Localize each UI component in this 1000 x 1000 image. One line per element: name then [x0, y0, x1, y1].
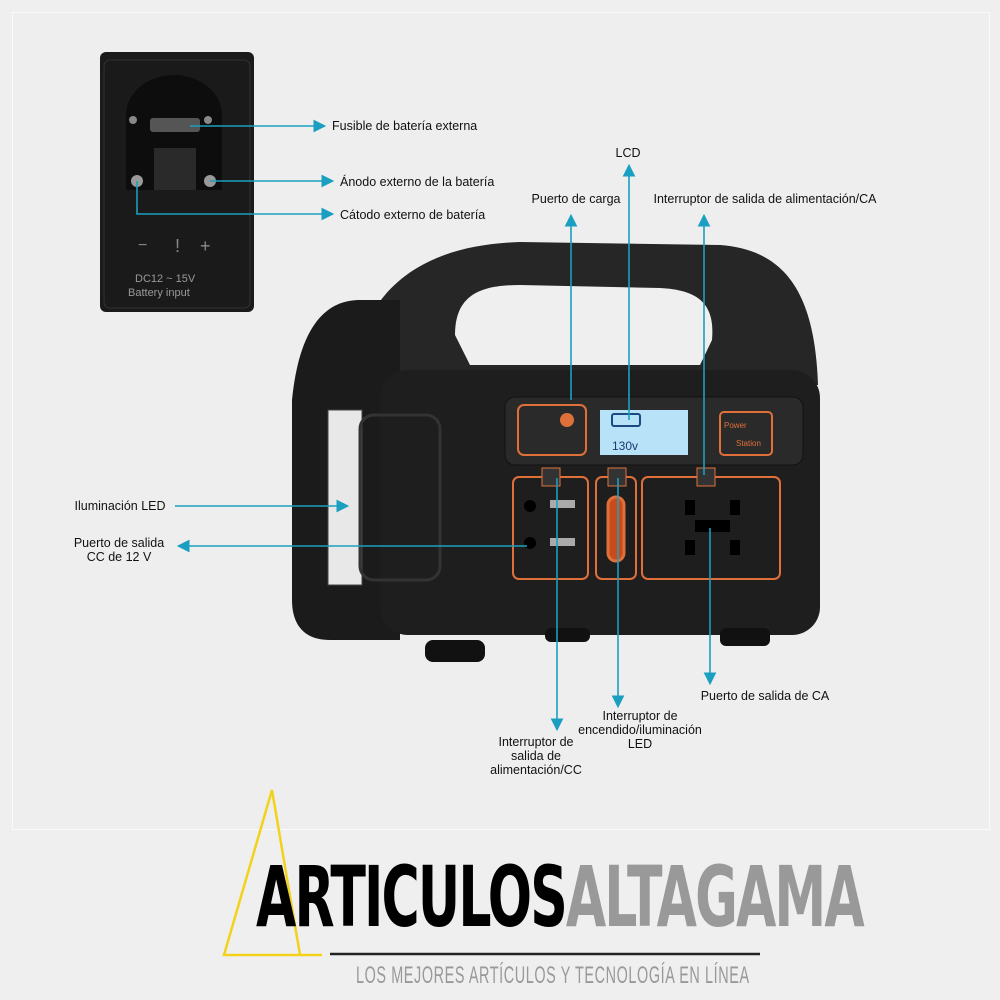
label-ac-switch: Interruptor de salida de alimentación/CA — [653, 192, 877, 206]
label-dc-switch-line3: alimentación/CC — [490, 763, 582, 777]
label-dc-port-line2: CC de 12 V — [86, 550, 152, 564]
label-led-light: Iluminación LED — [74, 499, 166, 513]
svg-text:!: ! — [175, 236, 180, 256]
svg-text:−: − — [138, 237, 147, 254]
label-ac-port: Puerto de salida de CA — [700, 689, 830, 703]
label-dc-switch-line2: salida de — [510, 749, 562, 763]
battery-panel-label: Battery input — [128, 287, 190, 299]
lcd-reading: 130v — [612, 439, 638, 453]
battery-input-inset: −! + DC12 ~ 15V Battery input — [100, 52, 254, 312]
label-charge-port: Puerto de carga — [531, 192, 621, 206]
label-power-switch-line3: LED — [627, 737, 653, 751]
label-dc-switch-line1: Interruptor de — [498, 735, 574, 749]
label-cathode: Cátodo externo de batería — [340, 208, 486, 222]
brand-logo: ARTICULOSALTAGAMA — [256, 852, 865, 942]
logo-part2: ALTAGAMA — [565, 848, 865, 946]
label-lcd: LCD — [615, 146, 641, 160]
brand-label-1: Power — [724, 421, 747, 430]
logo-triangle — [222, 789, 760, 957]
brand-label-2: Station — [736, 439, 761, 448]
label-anode: Ánodo externo de la batería — [340, 175, 495, 189]
svg-text:+: + — [200, 236, 211, 256]
label-power-switch-line2: encendido/iluminación — [578, 723, 702, 737]
power-station: 130v Power Station — [292, 242, 820, 662]
label-dc-port-line1: Puerto de salida — [73, 536, 165, 550]
logo-part1: ARTICULOS — [256, 848, 568, 946]
battery-panel-voltage: DC12 ~ 15V — [135, 273, 196, 285]
callout-arrows — [136, 119, 717, 732]
label-fuse: Fusible de batería externa — [332, 119, 478, 133]
label-power-switch-line1: Interruptor de — [602, 709, 678, 723]
logo-tagline: LOS MEJORES ARTÍCULOS Y TECNOLOGÍA EN LÍ… — [356, 962, 750, 989]
